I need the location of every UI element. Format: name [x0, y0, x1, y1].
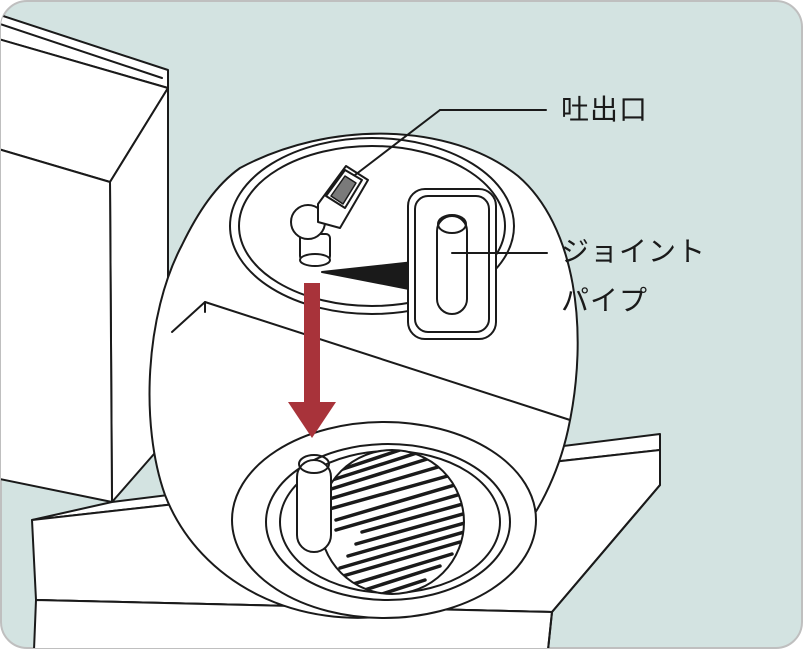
appliance-box [1, 14, 169, 503]
top-rim-inner [238, 145, 506, 307]
down-arrow-icon [288, 283, 336, 438]
joint-pipe-label-line2: パイプ [561, 284, 649, 317]
joint-pipe-label-line1: ジョイント [561, 235, 707, 268]
joint-pipe-callout [407, 188, 497, 340]
leader-line-outlet [354, 109, 441, 176]
outlet-nozzle [290, 165, 369, 267]
filter-slots [324, 450, 464, 594]
pump-basin [231, 421, 537, 619]
outlet-label: 吐出口 [561, 93, 649, 126]
basin-pipe [296, 459, 332, 553]
